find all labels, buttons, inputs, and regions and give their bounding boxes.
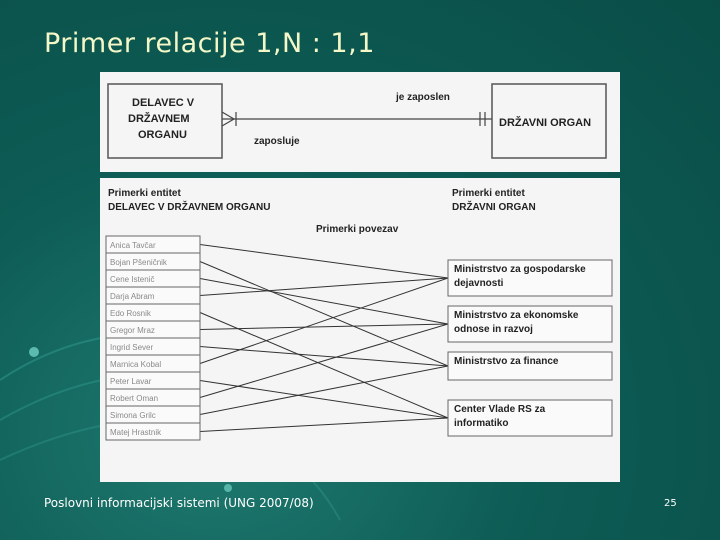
organ-box (447, 351, 613, 381)
employee-name: Edo Rosnik (110, 309, 152, 318)
organ-name: informatiko (454, 418, 508, 429)
role-label-top: je zaposlen (395, 92, 450, 103)
instance-link (199, 365, 449, 415)
entity-label-organ: DRŽAVNI ORGAN (499, 116, 591, 129)
instance-link (199, 277, 449, 296)
er-diagram-panel: DELAVEC V DRŽAVNEM ORGANU DRŽAVNI ORGAN … (100, 72, 620, 172)
links-heading: Primerki povezav (316, 224, 399, 235)
employee-name: Matej Hrastnik (110, 428, 162, 437)
footer-text: Poslovni informacijski sistemi (UNG 2007… (44, 496, 314, 510)
entity-label-line-2: DRŽAVNEM (128, 112, 190, 125)
instance-link (199, 346, 449, 367)
employee-name: Bojan Pšeničnik (110, 258, 168, 267)
employee-box (105, 422, 201, 441)
instance-link (199, 417, 449, 432)
left-heading-line-2: DELAVEC V DRŽAVNEM ORGANU (108, 200, 270, 213)
instance-links (199, 244, 449, 432)
employee-name: Ingrid Sever (110, 343, 153, 352)
instance-link (199, 323, 449, 398)
instance-link (199, 323, 449, 330)
instance-link (199, 244, 449, 279)
entity-label-line-1: DELAVEC V (132, 97, 195, 109)
employee-name: Cene Istenič (110, 275, 154, 284)
organ-box (447, 305, 613, 343)
organ-name: Center Vlade RS za (454, 404, 546, 415)
instance-link (199, 380, 449, 419)
employee-name: Gregor Mraz (110, 326, 155, 335)
organ-name: Ministrstvo za gospodarske (454, 264, 586, 275)
left-heading-line-1: Primerki entitet (108, 188, 181, 199)
instance-link (199, 312, 449, 419)
organ-name: dejavnosti (454, 278, 504, 289)
employee-name: Peter Lavar (110, 377, 152, 386)
employee-name: Simona Grilc (110, 411, 156, 420)
organ-name: Ministrstvo za finance (454, 356, 559, 367)
employee-name: Robert Oman (110, 394, 158, 403)
organ-instances: Ministrstvo za gospodarske dejavnostiMini… (447, 259, 613, 437)
employee-name: Darja Abram (110, 292, 155, 301)
role-label-bottom: zaposluje (254, 136, 300, 147)
instance-link (199, 278, 449, 325)
instance-link (199, 261, 449, 367)
organ-name: Ministrstvo za ekonomske (454, 310, 579, 321)
organ-name: odnose in razvoj (454, 324, 533, 335)
organ-box (447, 259, 613, 297)
organ-box (447, 399, 613, 437)
employee-name: Marnica Kobal (110, 360, 161, 369)
instance-link (199, 277, 449, 364)
page-number: 25 (664, 498, 677, 509)
right-heading-line-2: DRŽAVNI ORGAN (452, 200, 536, 213)
entity-box-organ (491, 83, 607, 159)
entity-label-line-3: ORGANU (138, 129, 187, 141)
employee-name: Anica Tavčar (110, 241, 156, 250)
instance-diagram-panel: Primerki entitet DELAVEC V DRŽAVNEM ORGA… (100, 178, 620, 482)
slide-title: Primer relacije 1,N : 1,1 (44, 28, 375, 59)
entity-box-employee (107, 83, 223, 159)
right-heading-line-1: Primerki entitet (452, 188, 525, 199)
